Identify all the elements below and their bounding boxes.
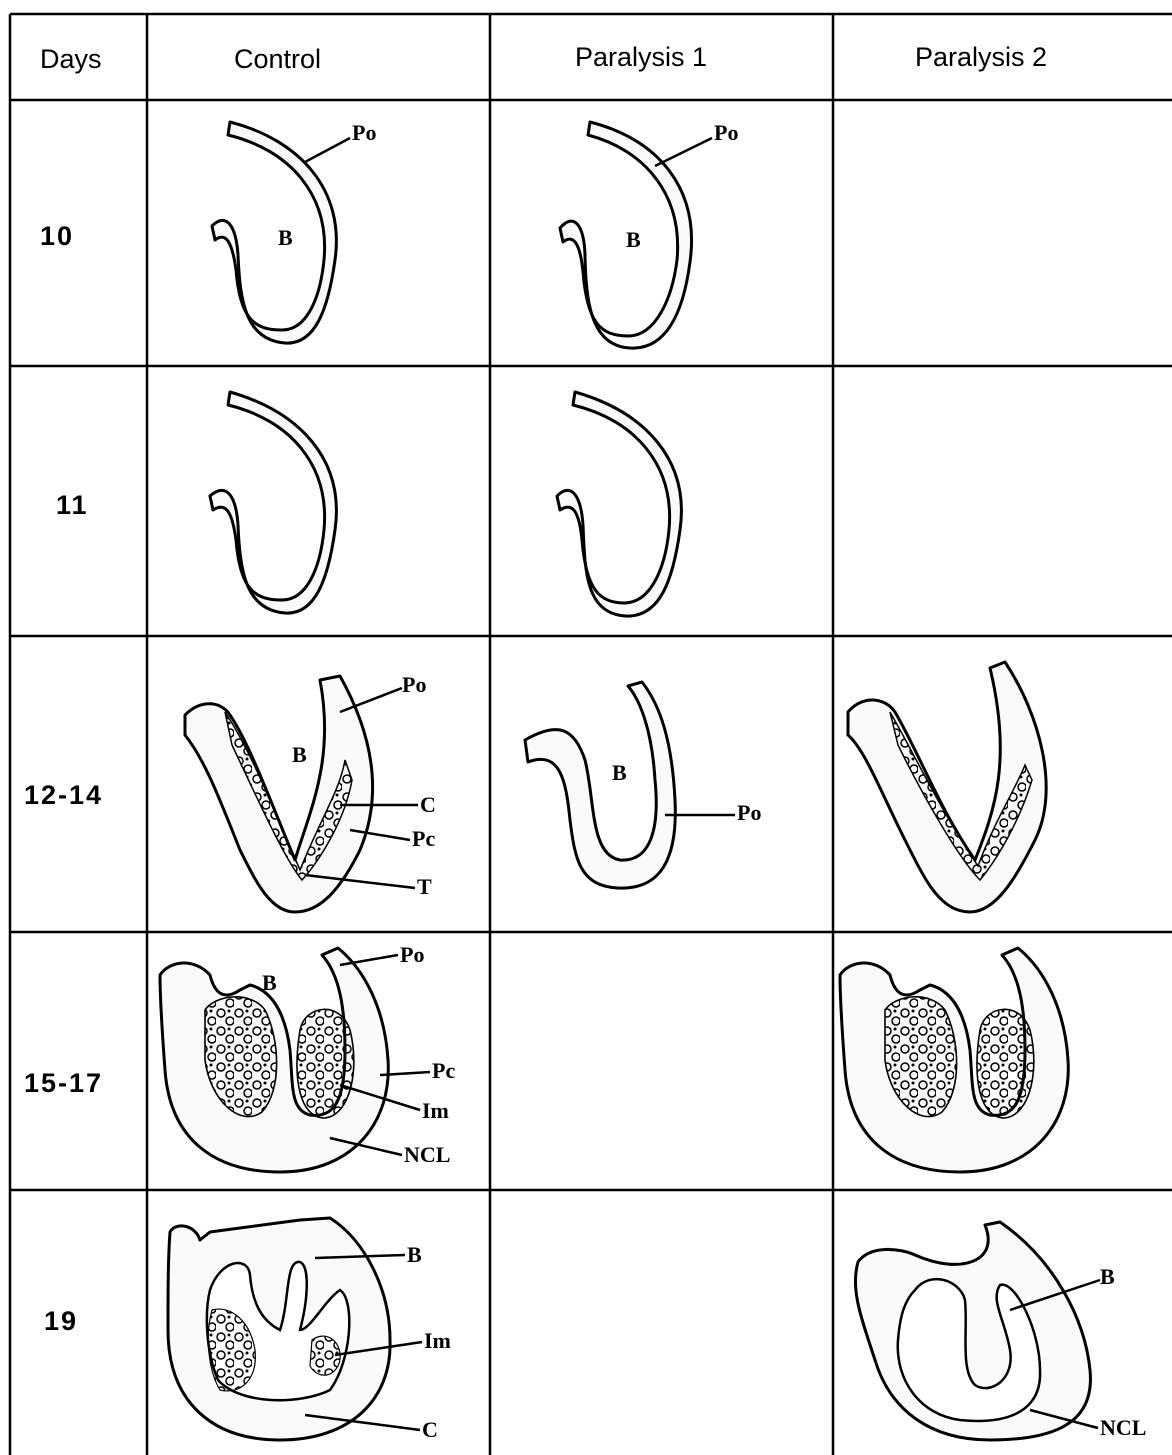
drawing-day15-17-paralysis2 [840,948,1068,1172]
drawing-day10-paralysis1: Po B [560,120,738,348]
label-b: B [262,970,277,995]
label-b: B [612,760,627,785]
drawing-day10-control: Po B [212,120,376,343]
drawing-day11-paralysis1 [557,392,681,616]
header-days: Days [40,44,102,74]
drawing-day12-14-paralysis1: Po B [525,682,761,888]
day-label-11: 11 [56,490,89,520]
day-label-19: 19 [44,1306,78,1336]
label-po: Po [402,672,426,697]
label-pc: Pc [432,1058,455,1083]
label-po: Po [352,120,376,145]
label-b: B [278,225,293,250]
label-pc: Pc [412,826,435,851]
label-t: T [417,874,432,899]
label-c: C [420,792,436,817]
day-label-10: 10 [40,221,74,251]
label-b: B [1100,1264,1115,1289]
label-c: C [422,1417,438,1442]
drawing-day12-14-paralysis2 [848,662,1046,912]
label-b: B [407,1242,422,1267]
drawing-day15-17-control: Po B Pc Im NCL [160,942,455,1172]
drawing-day19-paralysis2: B NCL [855,1222,1146,1440]
drawing-day11-control [210,392,336,613]
label-po: Po [737,800,761,825]
label-ncl: NCL [1100,1415,1146,1440]
drawing-day12-14-control: Po B C Pc T [185,672,436,912]
header-paralysis-1: Paralysis 1 [575,42,707,72]
label-b: B [626,227,641,252]
header-control: Control [234,44,321,74]
label-po: Po [400,942,424,967]
label-b: B [292,742,307,767]
day-label-12-14: 12-14 [24,780,103,810]
drawing-day19-control: B Im C [168,1218,451,1442]
label-im: Im [422,1098,449,1123]
label-po: Po [714,120,738,145]
label-ncl: NCL [404,1142,450,1167]
header-paralysis-2: Paralysis 2 [915,42,1047,72]
label-im: Im [424,1328,451,1353]
day-label-15-17: 15-17 [24,1068,103,1098]
